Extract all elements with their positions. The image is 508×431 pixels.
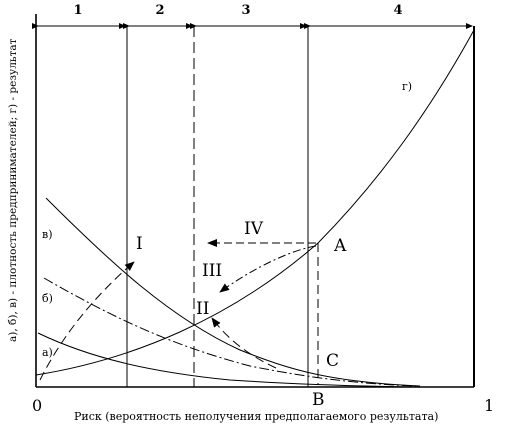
x-axis-label: Риск (вероятность неполучения предполага… xyxy=(74,410,438,423)
roman-iv-label: IV xyxy=(244,219,264,239)
curve-label-v: в) xyxy=(42,228,52,241)
arrow-iii xyxy=(219,245,317,293)
roman-i-label: I xyxy=(136,234,143,254)
y-axis-label: а), б), в) - плотность предпринимателей;… xyxy=(7,38,19,342)
zone-label-4: 4 xyxy=(393,3,402,18)
zone-label-3: 3 xyxy=(241,3,250,18)
roman-ii-label: II xyxy=(196,299,209,319)
point-b-label: B xyxy=(312,390,325,410)
curve-label-b: б) xyxy=(42,292,53,305)
curve-a-density xyxy=(37,332,417,388)
zone-label-1: 1 xyxy=(73,3,82,18)
origin-label: 0 xyxy=(32,396,42,415)
curve-label-g: г) xyxy=(402,80,412,93)
curve-label-a: а) xyxy=(42,346,53,359)
x-max-label: 1 xyxy=(484,396,494,415)
curve-v-density xyxy=(45,197,421,387)
zone-label-2: 2 xyxy=(155,3,164,18)
arrow-i xyxy=(39,261,135,381)
point-a-label: A xyxy=(333,236,347,256)
arrow-ii xyxy=(211,317,277,369)
point-c-label: C xyxy=(326,351,339,371)
roman-iii-label: III xyxy=(202,261,222,281)
curve-b-density xyxy=(43,277,417,387)
